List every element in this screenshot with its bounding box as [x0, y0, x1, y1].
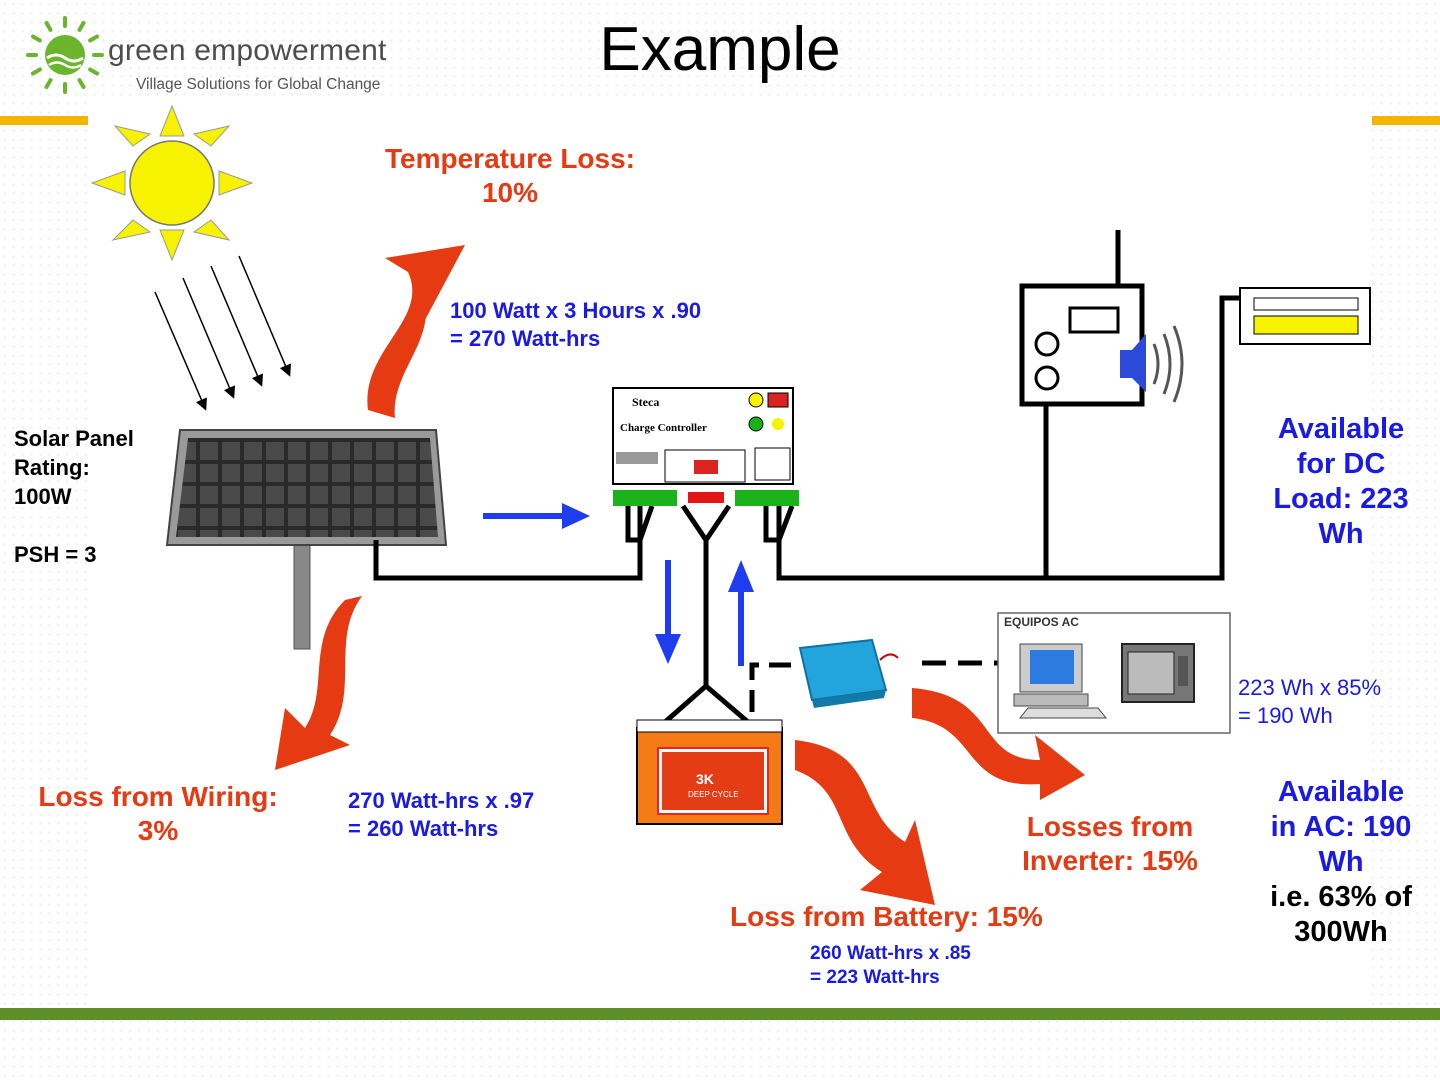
logo-name: green empowerment	[108, 34, 387, 67]
tv-icon	[1121, 643, 1195, 703]
wiring-calc: 270 Watt-hrs x .97 = 260 Watt-hrs	[348, 788, 535, 841]
ac-dashed-link-left	[749, 662, 798, 712]
inverter-loss-label: Losses from Inverter: 15%	[1022, 811, 1198, 876]
charge-controller-icon: Steca Charge Controller	[612, 387, 799, 506]
computer-icon	[1013, 643, 1108, 719]
wiring	[373, 230, 1242, 724]
slide-title: Example	[599, 15, 841, 84]
logo-icon	[26, 16, 104, 94]
battery-brand: 3K	[696, 771, 714, 787]
temperature-loss-label: Temperature Loss: 10%	[385, 143, 635, 208]
ac-box-title: EQUIPOS AC	[1004, 615, 1079, 629]
controller-name: Charge Controller	[620, 422, 707, 434]
battery-loss-label: Loss from Battery: 15%	[730, 901, 1043, 932]
sun-icon	[90, 104, 254, 262]
flow-arrows	[483, 503, 754, 666]
sunlight-rays	[154, 255, 292, 411]
inverter-calc: 223 Wh x 85% = 190 Wh	[1238, 675, 1382, 728]
radio-icon	[1019, 283, 1184, 407]
battery-type: DEEP CYCLE	[688, 790, 739, 799]
loss-arrows	[275, 245, 1085, 905]
wiring-loss-label: Loss from Wiring: 3%	[38, 781, 278, 846]
inverter-icon	[798, 638, 899, 708]
footer-bar	[0, 1008, 1440, 1020]
lamp-icon	[1239, 287, 1371, 345]
accent-bar-right	[1372, 116, 1440, 125]
accent-bar-left	[0, 116, 88, 125]
panel-rating-label: Solar Panel Rating: 100W PSH = 3	[14, 426, 134, 567]
dc-available-label: Available for DC Load: 223 Wh	[1273, 413, 1409, 550]
ac-percent-label: i.e. 63% of 300Wh	[1270, 881, 1412, 948]
logo-tagline: Village Solutions for Global Change	[136, 76, 381, 93]
solar-panel-icon	[165, 429, 448, 650]
ac-available-label: Available in AC: 190 Wh	[1270, 776, 1412, 878]
controller-brand: Steca	[632, 395, 659, 409]
battery-icon: 3K DEEP CYCLE	[636, 719, 783, 825]
battery-calc: 260 Watt-hrs x .85 = 223 Watt-hrs	[810, 943, 971, 988]
panel-output-calc: 100 Watt x 3 Hours x .90 = 270 Watt-hrs	[450, 298, 702, 351]
